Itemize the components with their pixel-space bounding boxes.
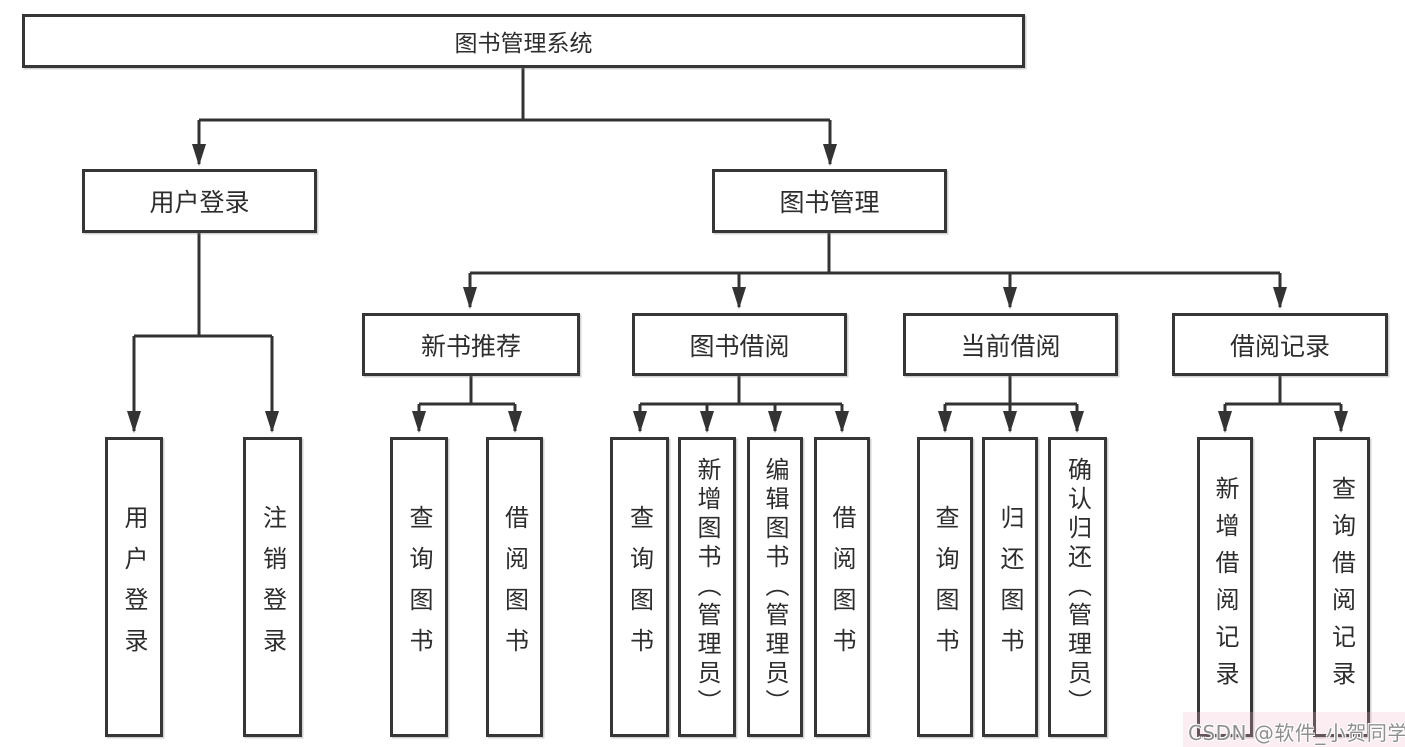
node-new-book-recommend: 新书推荐 (362, 313, 580, 376)
node-book-management: 图书管理 (712, 169, 947, 233)
node-label: 图书管理 (779, 188, 880, 217)
leaf-query-borrow-record: 查询借阅记录 (1313, 437, 1370, 737)
node-label: 图书借阅 (689, 331, 790, 361)
leaf-borrow-book-recommend: 借阅图书 (486, 437, 543, 737)
leaf-label: 查询借阅记录 (1327, 476, 1356, 698)
leaf-query-book-current: 查询图书 (917, 437, 973, 737)
leaf-label: 归还图书 (996, 505, 1024, 669)
node-label: 图书管理系统 (454, 31, 593, 57)
leaf-label: 借阅图书 (500, 505, 529, 669)
watermark-tint (1183, 712, 1405, 747)
node-label: 借阅记录 (1229, 331, 1330, 361)
node-borrow-record: 借阅记录 (1172, 313, 1388, 376)
leaf-label: 新增图书（管理员） (693, 456, 721, 718)
leaf-confirm-return-admin: 确认归还（管理员） (1048, 437, 1107, 737)
leaf-label: 借阅图书 (828, 505, 856, 669)
node-label: 当前借阅 (960, 331, 1061, 361)
leaf-user-login: 用户登录 (105, 437, 163, 737)
node-user-login: 用户登录 (82, 169, 317, 233)
leaf-label: 查询图书 (405, 505, 433, 669)
leaf-label: 查询图书 (625, 505, 654, 669)
leaf-add-book-admin: 新增图书（管理员） (678, 437, 736, 737)
leaf-borrow-book: 借阅图书 (814, 437, 870, 737)
node-current-borrow: 当前借阅 (903, 313, 1118, 376)
leaf-label: 确认归还（管理员） (1063, 456, 1092, 718)
leaf-return-book: 归还图书 (982, 437, 1038, 737)
leaf-label: 新增借阅记录 (1211, 476, 1239, 698)
leaf-edit-book-admin: 编辑图书（管理员） (747, 437, 803, 737)
watermark-text: CSDN @软件_小贺同学 (1188, 721, 1405, 745)
leaf-label: 注销登录 (258, 505, 287, 669)
leaf-label: 查询图书 (931, 505, 959, 669)
leaf-add-borrow-record: 新增借阅记录 (1197, 437, 1253, 737)
node-book-borrow: 图书借阅 (632, 313, 847, 376)
leaf-query-book-recommend: 查询图书 (390, 437, 448, 737)
leaf-label: 用户登录 (120, 505, 148, 669)
node-root-system: 图书管理系统 (22, 14, 1025, 68)
node-label: 用户登录 (149, 188, 250, 217)
leaf-label: 编辑图书（管理员） (761, 456, 789, 718)
node-label: 新书推荐 (420, 331, 521, 361)
leaf-query-book-borrow: 查询图书 (610, 437, 669, 737)
leaf-logout: 注销登录 (243, 437, 302, 737)
